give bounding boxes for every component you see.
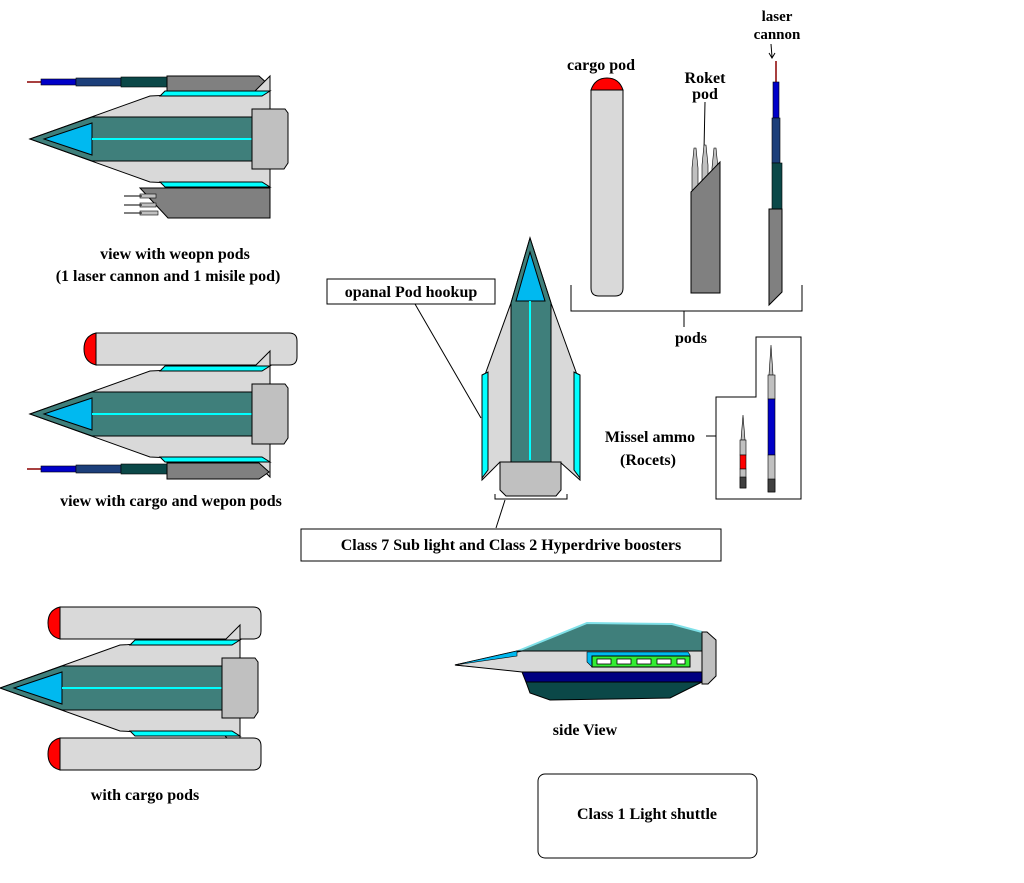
rocket-pod: [124, 187, 271, 219]
boosters-callout-box: [300, 528, 722, 562]
shuttle-top-view-vertical: [481, 236, 581, 497]
roket-pod-label-line1: Roket: [685, 70, 727, 87]
pod-hookup-leader: [414, 303, 482, 419]
shuttle-cargo-pods-view: [0, 606, 262, 771]
large-rocket: [767, 344, 776, 493]
cargo-pods-view-caption: with cargo pods: [91, 787, 199, 804]
shuttle-weapon-pods-view: [26, 75, 289, 219]
rocket-pod-vertical: [690, 144, 721, 294]
pods-bracket: [570, 285, 803, 327]
missile-ammo-box: [715, 336, 802, 500]
weapon-pods-view-subcaption: (1 laser cannon and 1 misile pod): [56, 268, 281, 285]
cargo-pod-label: cargo pod: [567, 57, 635, 74]
boosters-label: Class 7 Sub light and Class 2 Hyperdrive…: [341, 537, 682, 554]
title-box: [537, 773, 758, 859]
shuttle-cargo-weapon-view: [26, 332, 298, 480]
pod-hookup-label: opanal Pod hookup: [345, 284, 478, 301]
side-view-caption: side View: [553, 722, 618, 739]
laser-cannon-arrow: [768, 43, 776, 59]
cargo-weapon-view-caption: view with cargo and wepon pods: [60, 493, 282, 510]
small-rocket: [739, 414, 747, 489]
laser-cannon-vertical: [768, 61, 783, 307]
pods-label: pods: [675, 330, 707, 347]
laser-cannon-label-line2: cannon: [754, 27, 801, 43]
title-label: Class 1 Light shuttle: [577, 806, 717, 823]
weapon-pods-view-caption: view with weopn pods: [100, 246, 250, 263]
booster-engine: [499, 461, 562, 497]
booster-callout-line: [494, 494, 568, 529]
roket-pod-leader: [703, 101, 706, 151]
laser-cannon-pod: [26, 462, 270, 480]
roket-pod-label-line2: pod: [692, 86, 718, 103]
shuttle-side-view: [454, 621, 717, 701]
shuttle-top-body: [29, 350, 289, 478]
missile-ammo-label-line1: Missel ammo: [605, 429, 695, 446]
cargo-pod-top: [47, 606, 262, 640]
cargo-pod-bottom: [47, 737, 262, 771]
laser-cannon-label-line1: laser: [762, 9, 793, 25]
shuttle-top-body: [29, 75, 289, 203]
cargo-pod-vertical: [590, 77, 624, 297]
laser-cannon-pod: [26, 75, 270, 93]
pod-hookup-callout-box: [326, 278, 496, 305]
shuttle-top-body: [0, 624, 259, 752]
missile-ammo-label-line2: (Rocets): [620, 452, 676, 469]
